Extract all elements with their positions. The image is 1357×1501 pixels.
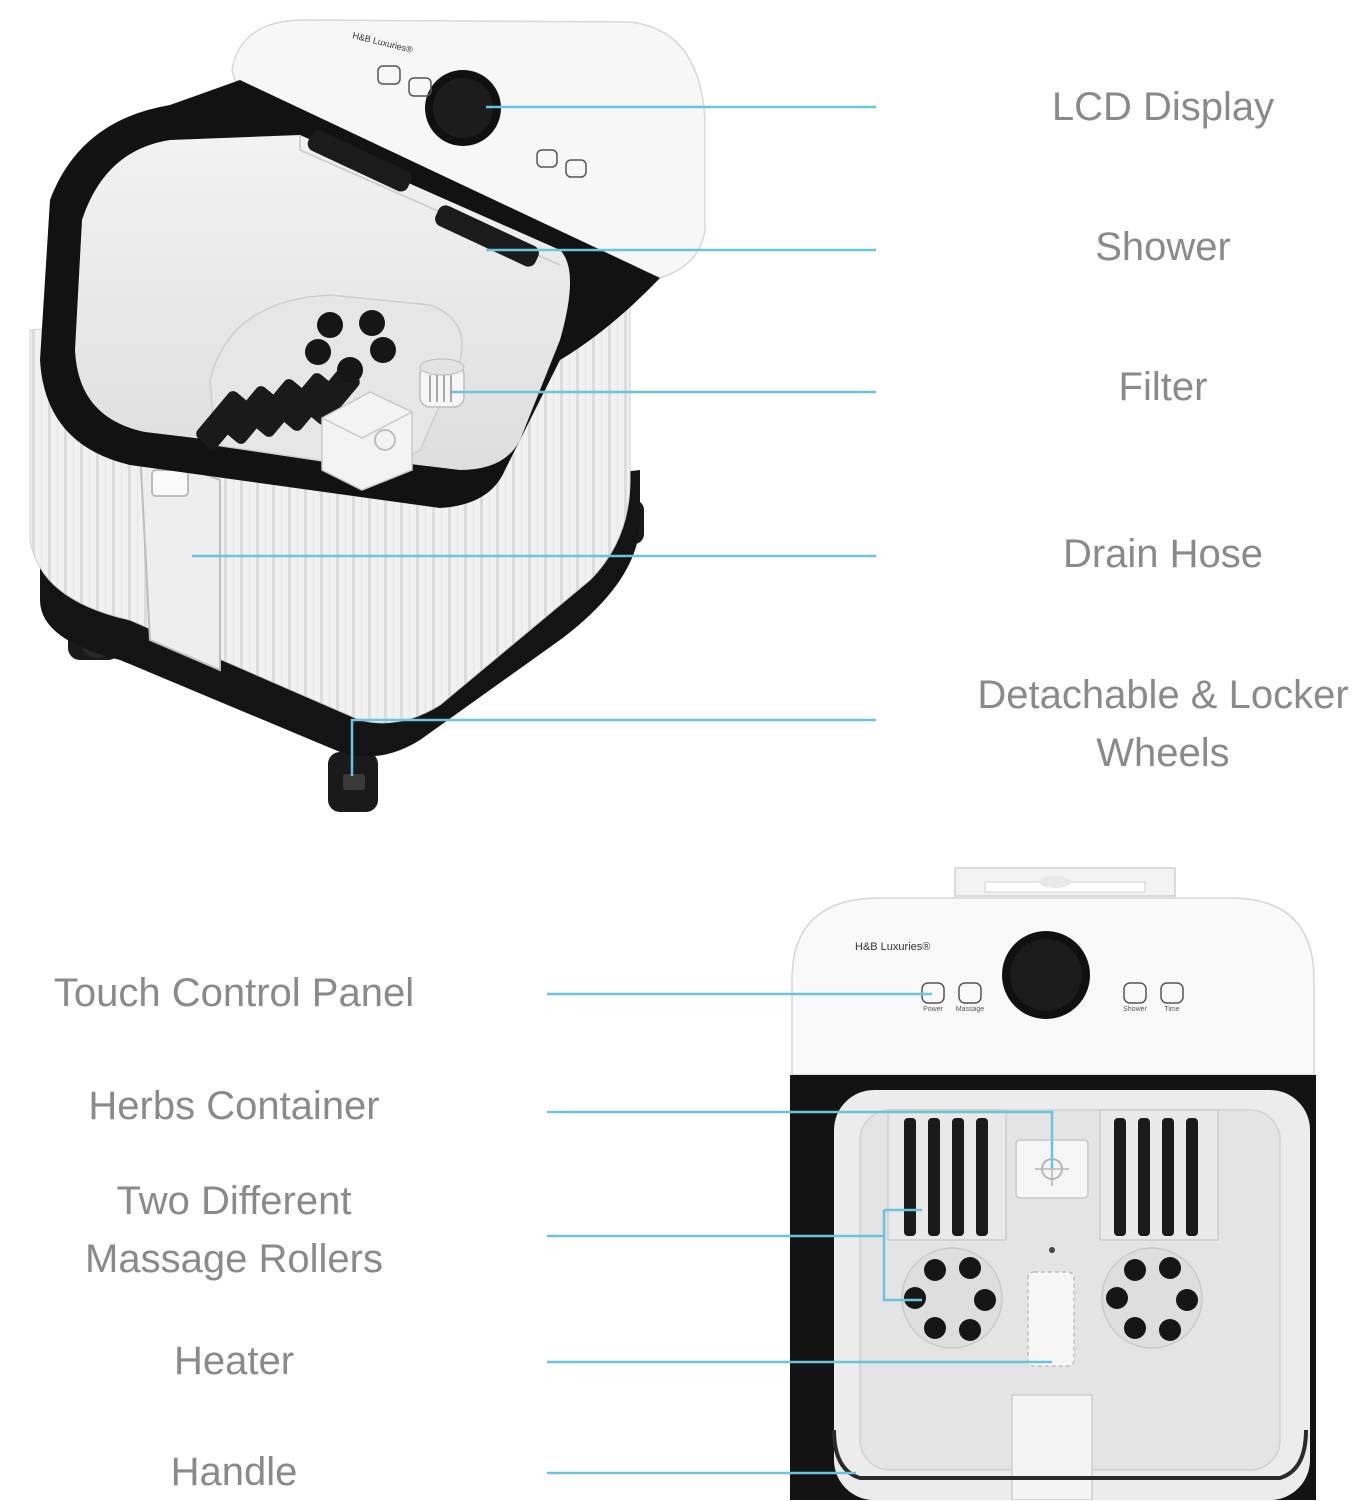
foot-spa-angled-view: H&B Luxuries® bbox=[29, 19, 706, 812]
massage-rollers-right bbox=[1099, 1109, 1219, 1241]
knob-rollers-left bbox=[901, 1247, 1003, 1349]
top-control-buttons bbox=[377, 65, 587, 178]
power-button-top[interactable] bbox=[377, 65, 401, 85]
foot-spa-top-view: Power Massage Shower Time H&B Luxuries® bbox=[790, 867, 1316, 1500]
leader-wheels bbox=[350, 718, 876, 776]
carry-handle-top bbox=[954, 867, 1176, 897]
label-heater: Heater bbox=[173, 1339, 295, 1383]
time-button-label: Time bbox=[1164, 1006, 1179, 1013]
label-wheels-line2: Wheels bbox=[1096, 731, 1230, 775]
massage-rollers-angled bbox=[196, 367, 360, 449]
shower-button-top[interactable] bbox=[536, 149, 558, 168]
drain-hose-door bbox=[138, 448, 221, 672]
label-lcd-display: LCD Display bbox=[1051, 85, 1275, 129]
top-control-panel bbox=[231, 19, 706, 279]
massage-button[interactable] bbox=[958, 982, 982, 1004]
label-filter: Filter bbox=[1118, 365, 1208, 409]
massage-rollers-left bbox=[887, 1109, 1007, 1241]
heater-element bbox=[1027, 1247, 1075, 1367]
lcd-display-dial bbox=[425, 70, 501, 146]
label-wheels-line1: Detachable & Locker bbox=[977, 673, 1349, 717]
massage-button-top[interactable] bbox=[408, 77, 432, 97]
label-herbs-container: Herbs Container bbox=[88, 1084, 380, 1128]
time-button-top[interactable] bbox=[565, 159, 587, 178]
leader-rollers-knob bbox=[547, 1234, 922, 1302]
label-rollers-line2: Massage Rollers bbox=[85, 1237, 383, 1281]
power-button-label: Power bbox=[923, 1006, 944, 1013]
label-drain-hose: Drain Hose bbox=[1062, 532, 1264, 576]
wheel-front-right bbox=[328, 752, 378, 812]
filter-angled bbox=[419, 358, 465, 408]
brand-logo: H&B Luxuries® bbox=[855, 941, 930, 953]
knob-rollers-angled bbox=[305, 310, 396, 383]
label-shower: Shower bbox=[1095, 225, 1231, 269]
leader-lines bbox=[192, 105, 1054, 1475]
leader-herbs-container bbox=[547, 1110, 1054, 1168]
label-handle: Handle bbox=[170, 1450, 298, 1494]
knob-rollers-right bbox=[1101, 1247, 1203, 1349]
label-rollers-line1: Two Different bbox=[116, 1179, 352, 1223]
label-touch-control-panel: Touch Control Panel bbox=[53, 971, 415, 1015]
massage-button-label: Massage bbox=[956, 1006, 985, 1013]
shower-button[interactable] bbox=[1123, 982, 1147, 1004]
lcd-display-dial-top-view bbox=[1002, 931, 1090, 1019]
front-handle bbox=[832, 1394, 1308, 1500]
time-button[interactable] bbox=[1160, 982, 1184, 1004]
shower-nozzles bbox=[307, 130, 539, 267]
herbs-container-angled bbox=[321, 391, 413, 491]
shower-button-label: Shower bbox=[1123, 1006, 1147, 1013]
